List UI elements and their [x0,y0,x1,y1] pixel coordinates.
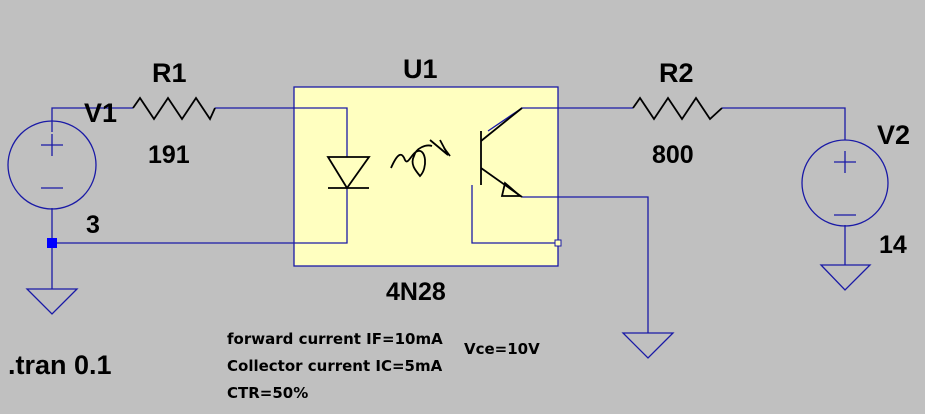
resistor-r1[interactable] [132,96,216,121]
v2-circle[interactable] [801,139,889,227]
r2-name[interactable]: R2 [659,58,694,88]
r1-value[interactable]: 191 [148,141,190,169]
ground-icon-v2[interactable] [819,264,872,291]
note-forward-current[interactable]: forward current IF=10mA [227,330,443,348]
tran-directive[interactable]: .tran 0.1 [8,350,112,380]
optocoupler-body[interactable] [293,86,559,267]
voltage-source-v1[interactable] [7,120,97,210]
r1-name[interactable]: R1 [152,58,187,88]
base-pin-terminal[interactable] [554,239,562,247]
optocoupler-u1[interactable] [293,86,562,267]
resistor-r2-zigzag[interactable] [632,96,723,121]
v1-value[interactable]: 3 [86,211,100,239]
ground-icon-v1[interactable] [25,288,79,315]
v1-plus-icon [41,134,63,156]
wire-emitter-ground[interactable] [522,196,649,333]
junction-dot[interactable] [47,238,57,248]
resistor-r2[interactable] [632,96,723,121]
light-emission-icon [390,139,451,178]
wire-v1-r1[interactable] [51,107,133,132]
wire-r2-v2[interactable] [722,107,846,140]
ground-icon-emitter[interactable] [621,332,675,359]
v2-name[interactable]: V2 [877,120,910,150]
v1-circle[interactable] [7,120,97,210]
resistor-r1-zigzag[interactable] [132,96,216,121]
note-collector-current[interactable]: Collector current IC=5mA [227,357,443,375]
v2-plus-icon [834,151,856,173]
u1-internal-cathode [294,188,348,244]
u1-internal-base [471,185,558,244]
u1-name[interactable]: U1 [403,54,438,84]
u1-internal-anode [294,107,348,157]
r2-value[interactable]: 800 [652,141,694,169]
v1-name[interactable]: V1 [84,98,117,128]
note-ctr[interactable]: CTR=50% [227,384,308,402]
note-vce[interactable]: Vce=10V [464,340,540,358]
voltage-source-v2[interactable] [801,139,889,227]
u1-value[interactable]: 4N28 [386,278,446,306]
v2-value[interactable]: 14 [879,231,907,259]
phototransistor-icon [480,107,523,198]
led-icon [326,156,371,190]
